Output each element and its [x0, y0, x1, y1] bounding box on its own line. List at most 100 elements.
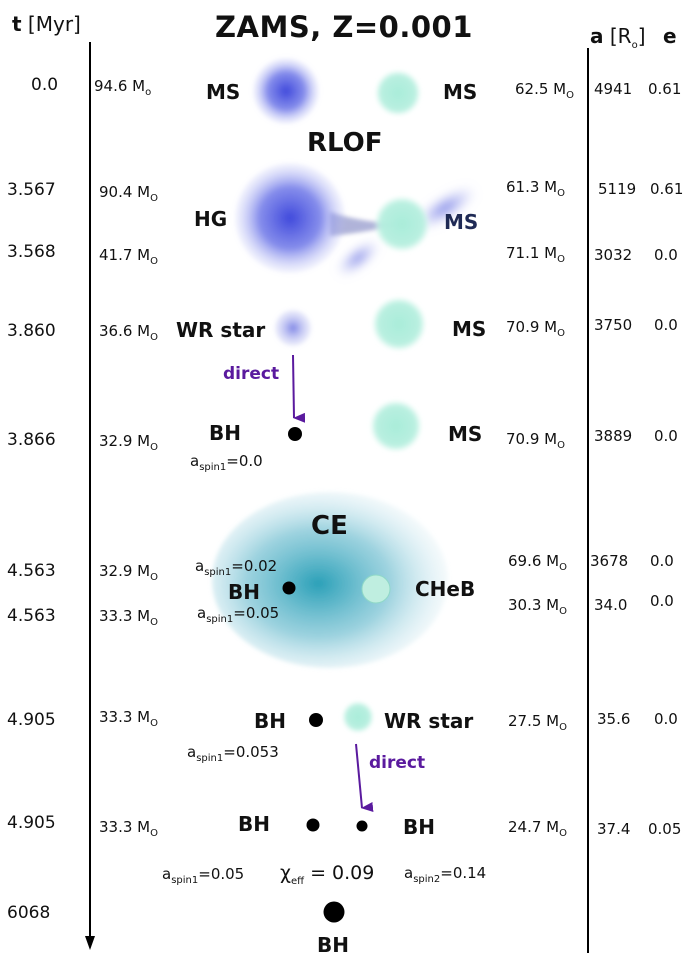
secondary-ms-star-rlof	[375, 197, 429, 251]
spin-annotation: aspin1=0.05	[162, 865, 245, 886]
time-value: 0.0	[31, 75, 59, 95]
secondary-mass: 30.3 MO	[508, 596, 567, 617]
spin-annotation: aspin2=0.14	[404, 864, 487, 885]
separation-value: 35.6	[597, 710, 631, 728]
primary-wr-star	[275, 310, 311, 346]
primary-hg-star	[235, 163, 345, 273]
eccentricity-value: 0.0	[654, 316, 678, 334]
eccentricity-value: 0.0	[654, 427, 678, 445]
primary-mass: 94.6 Mo	[94, 77, 152, 98]
secondary-mass: 24.7 MO	[508, 818, 567, 839]
eccentricity-value: 0.61	[650, 180, 684, 198]
primary-stage-label: MS	[206, 80, 241, 104]
separation-value: 37.4	[597, 820, 631, 838]
time-axis-header: t [Myr]	[12, 12, 81, 36]
spin-annotation: aspin1=0.0	[190, 452, 263, 473]
separation-value: 3678	[590, 552, 629, 570]
mass-transfer-stream	[330, 212, 400, 236]
primary-ms-star	[253, 58, 319, 124]
secondary-stage-label: MS	[452, 317, 487, 341]
secondary-stage-label: BH	[403, 815, 435, 839]
time-value: 3.568	[7, 242, 56, 262]
separation-value: 3750	[594, 316, 633, 334]
separation-value: 3889	[594, 427, 633, 445]
cheb-core	[361, 574, 391, 604]
primary-stage-label: BH	[228, 580, 260, 604]
secondary-mass: 70.9 MO	[506, 318, 565, 339]
spin-annotation: aspin1=0.053	[187, 743, 279, 764]
direct-collapse-label: direct	[223, 364, 280, 384]
time-value: 6068	[7, 903, 51, 923]
ce-black-hole	[282, 581, 296, 595]
separation-value: 4941	[594, 80, 633, 98]
secondary-mass: 69.6 MO	[508, 552, 567, 573]
binary-black-hole-2	[356, 820, 368, 832]
time-value: 3.567	[7, 180, 56, 200]
separation-symbol: a	[590, 24, 604, 48]
direct-collapse-arrow-1	[292, 354, 306, 423]
spin-annotation: aspin1=0.02	[195, 557, 278, 578]
time-value: 3.866	[7, 430, 56, 450]
spin-annotation: aspin1=0.05	[197, 604, 280, 625]
black-hole-row7	[309, 713, 323, 727]
primary-stage-label: BH	[209, 421, 241, 445]
separation-unit-close: ]	[637, 24, 646, 48]
common-envelope	[212, 492, 448, 668]
secondary-stage-label: MS	[444, 210, 479, 234]
separation-value: 5119	[598, 180, 637, 198]
secondary-ms-star	[376, 71, 420, 115]
rlof-label: RLOF	[307, 128, 383, 158]
secondary-stage-label: MS	[448, 422, 483, 446]
common-envelope-label: CE	[311, 511, 348, 541]
primary-stage-label: BH	[254, 709, 286, 733]
secondary-ms-star-4	[371, 401, 421, 451]
merger-remnant-label: BH	[317, 933, 349, 957]
primary-mass: 32.9 MO	[99, 432, 158, 453]
secondary-mass: 61.3 MO	[506, 178, 565, 199]
effective-spin-annotation: χeff = 0.09	[280, 862, 375, 887]
primary-mass: 41.7 MO	[99, 246, 158, 267]
time-value: 4.905	[7, 813, 56, 833]
secondary-ms-star-3	[373, 298, 425, 350]
accretion-lobe-upper	[413, 186, 477, 230]
direct-collapse-label: direct	[369, 753, 426, 773]
time-unit: [Myr]	[27, 12, 81, 36]
time-value: 4.563	[7, 606, 56, 626]
binary-black-hole-1	[306, 818, 320, 832]
secondary-mass: 70.9 MO	[506, 430, 565, 451]
eccentricity-value: 0.05	[648, 820, 682, 838]
eccentricity-value: 0.0	[650, 552, 674, 570]
primary-black-hole	[288, 427, 302, 441]
primary-mass: 36.6 MO	[99, 322, 158, 343]
separation-value: 34.0	[594, 596, 628, 614]
primary-mass: 33.3 MO	[99, 818, 158, 839]
separation-header: a [Ro]	[590, 24, 646, 51]
time-value: 4.905	[7, 710, 56, 730]
separation-value: 3032	[594, 246, 633, 264]
time-symbol: t	[12, 12, 22, 36]
primary-mass: 33.3 MO	[99, 708, 158, 729]
time-value: 3.860	[7, 321, 56, 341]
primary-mass: 33.3 MO	[99, 607, 158, 628]
primary-stage-label: HG	[194, 207, 228, 231]
primary-mass: 32.9 MO	[99, 562, 158, 583]
secondary-stage-label: WR star	[384, 709, 474, 733]
separation-unit-sub: o	[631, 40, 638, 51]
primary-stage-label: WR star	[176, 318, 266, 342]
accretion-lobe-lower	[336, 240, 380, 276]
primary-stage-label: BH	[238, 812, 270, 836]
secondary-stage-label: CHeB	[415, 577, 476, 601]
eccentricity-value: 0.0	[650, 592, 674, 610]
eccentricity-header: e	[663, 24, 677, 48]
secondary-mass: 27.5 MO	[508, 712, 567, 733]
secondary-mass: 71.1 MO	[506, 244, 565, 265]
secondary-mass: 62.5 MO	[515, 80, 574, 101]
time-value: 4.563	[7, 561, 56, 581]
secondary-wr-star	[343, 702, 373, 732]
time-axis-arrowhead	[85, 936, 95, 950]
separation-unit: [R	[609, 24, 632, 48]
primary-mass: 90.4 MO	[99, 183, 158, 204]
eccentricity-value: 0.0	[654, 246, 678, 264]
secondary-stage-label: MS	[443, 80, 478, 104]
